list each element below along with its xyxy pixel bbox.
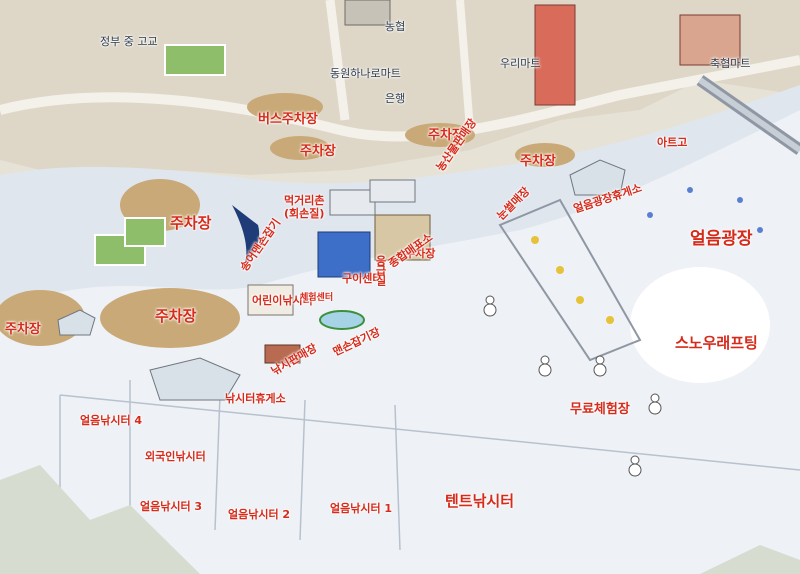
ice-fishing-3-label: 얼음낚시터 3 xyxy=(140,500,203,513)
ice-plaza-label: 얼음광장 xyxy=(690,229,753,249)
ice-fishing-4-label: 얼음낚시터 4 xyxy=(80,414,143,427)
mart-label-4: 농협 xyxy=(385,20,406,33)
restaurant-village-label: 먹거리촌 xyxy=(284,194,325,207)
snow-rafting-label: 스노우래프팅 xyxy=(675,334,758,352)
bus-parking-label: 버스주차장 xyxy=(258,112,318,127)
parking-label-1: 주차장 xyxy=(300,144,336,159)
mart-label-3: 축협마트 xyxy=(710,57,751,70)
tent-fishing-label: 텐트낚시터 xyxy=(445,492,515,510)
experience-center-label: 체험센터 xyxy=(300,293,334,303)
parking-label-5: 주차장 xyxy=(5,322,41,337)
parking-label-6: 주차장 xyxy=(155,307,197,325)
fishing-rest-label: 낚시터휴게소 xyxy=(225,392,286,405)
arch-label: 아트고 xyxy=(657,136,688,149)
restaurant-village-sub-label: (회손질) xyxy=(284,207,325,220)
parking-label-3: 주차장 xyxy=(520,154,556,169)
kids-fishing-label: 어린이낚시터 xyxy=(252,294,313,307)
school-label: 정부 중 고교 xyxy=(100,35,158,48)
bank-label: 은행 xyxy=(385,92,406,105)
first-aid-label: 응급실 xyxy=(374,255,387,285)
parking-label-7: 주차장 xyxy=(405,247,436,260)
mart-label-2: 우리마트 xyxy=(500,57,541,70)
parking-label-2: 주차장 xyxy=(428,128,464,143)
ice-fishing-2-label: 얼음낚시터 2 xyxy=(228,508,291,521)
ice-fishing-1-label: 얼음낚시터 1 xyxy=(330,502,393,515)
grill-center-label: 구이센터 xyxy=(342,272,383,285)
free-experience-label: 무료체험장 xyxy=(570,402,630,417)
foreigner-fishing-label: 외국인낚시터 xyxy=(145,450,206,463)
mart-label-1: 동원하나로마트 xyxy=(330,67,401,80)
parking-label-4: 주차장 xyxy=(170,214,212,232)
